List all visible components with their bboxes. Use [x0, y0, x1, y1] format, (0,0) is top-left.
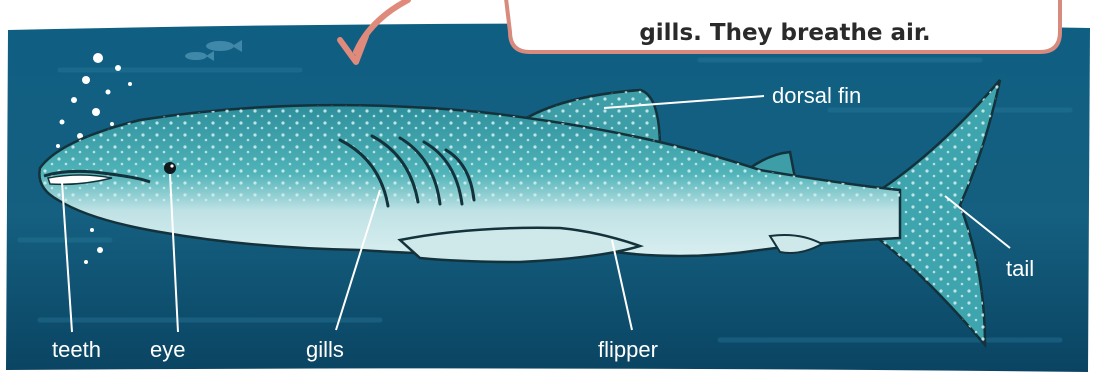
label-teeth: teeth — [52, 337, 101, 362]
label-flipper: flipper — [598, 337, 658, 362]
eye-dot — [164, 162, 176, 174]
label-gills: gills — [306, 337, 344, 362]
callout-text: gills. They breathe air. — [639, 20, 930, 46]
label-tail: tail — [1006, 256, 1034, 281]
label-eye: eye — [150, 337, 185, 362]
label-dorsal-fin: dorsal fin — [772, 83, 861, 108]
callout-box: gills. They breathe air. — [505, 0, 1060, 52]
